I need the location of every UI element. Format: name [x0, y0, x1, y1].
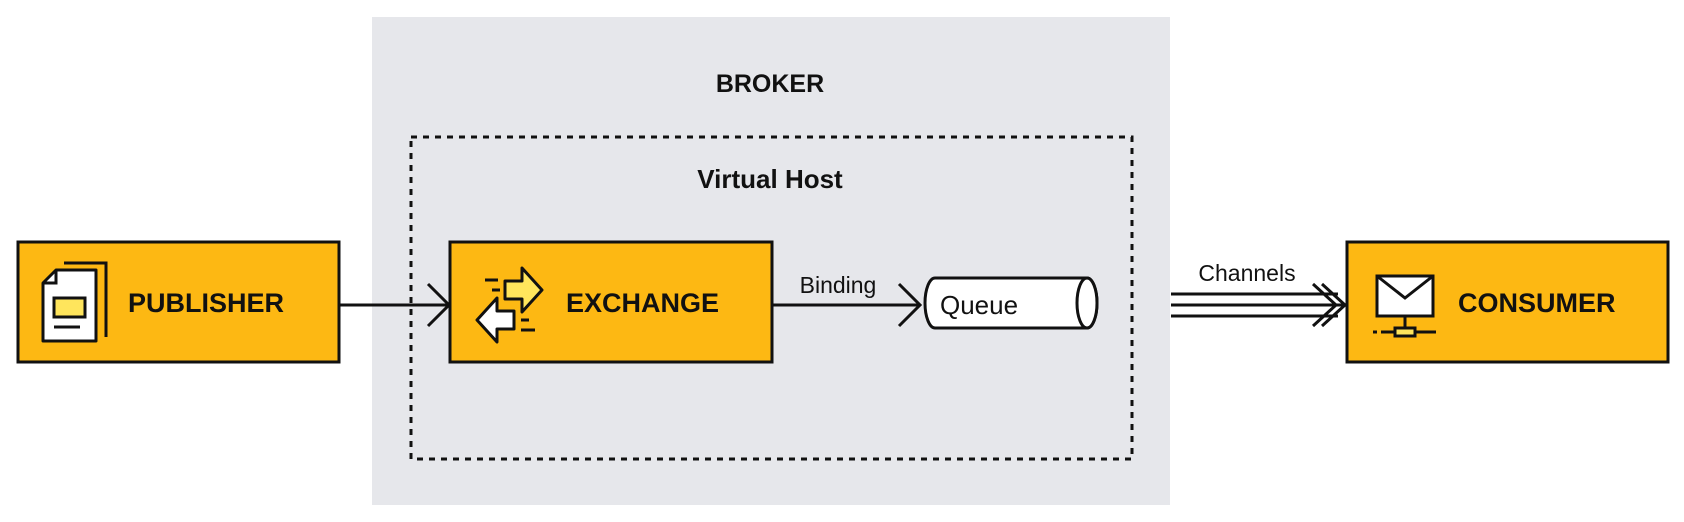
- consumer-label: CONSUMER: [1458, 288, 1616, 318]
- publisher-label: PUBLISHER: [128, 288, 284, 318]
- virtual-host-label: Virtual Host: [697, 164, 843, 194]
- broker-label: BROKER: [716, 70, 824, 98]
- consumer-node: CONSUMER: [1345, 240, 1670, 364]
- queue-node: Queue: [923, 276, 1099, 330]
- exchange-label: EXCHANGE: [566, 288, 719, 318]
- channels-arrow: [1171, 282, 1348, 328]
- publisher-node: PUBLISHER: [16, 240, 341, 364]
- binding-label: Binding: [800, 272, 877, 298]
- exchange-node: EXCHANGE: [448, 240, 774, 364]
- document-icon: [41, 261, 108, 343]
- exchange-arrows-icon: [475, 266, 544, 344]
- channels-label: Channels: [1198, 260, 1295, 286]
- queue-label: Queue: [940, 290, 1018, 320]
- binding-arrow: [772, 282, 923, 328]
- virtual-host-area: [409, 135, 1134, 461]
- envelope-network-icon: [1373, 274, 1436, 338]
